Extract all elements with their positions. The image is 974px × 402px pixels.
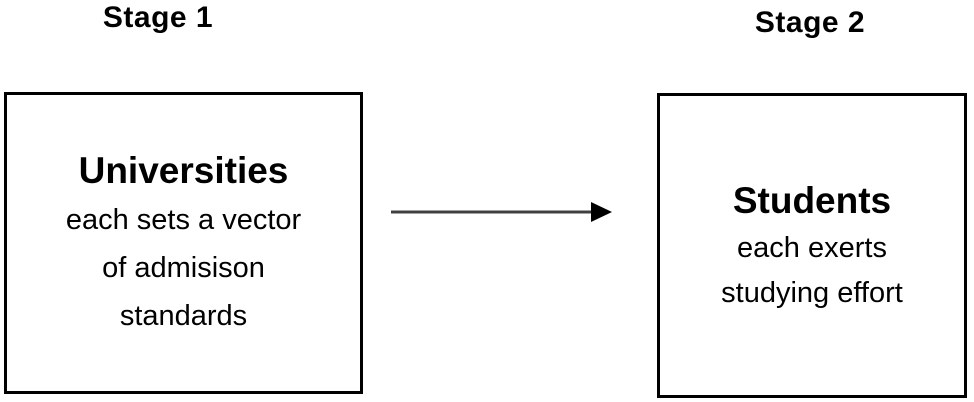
stage-2-label: Stage 2 bbox=[754, 6, 866, 39]
students-desc-line-1: each exerts bbox=[737, 231, 887, 264]
students-node-title: Students bbox=[732, 179, 892, 221]
right-arrow-icon bbox=[391, 202, 612, 222]
students-node: Students each exerts studying effort bbox=[657, 93, 967, 398]
stage-1-label: Stage 1 bbox=[102, 1, 214, 34]
students-desc-line-2: studying effort bbox=[721, 276, 903, 309]
universities-node: Universities each sets a vector of admis… bbox=[4, 92, 363, 394]
universities-node-description: each sets a vector of admisison standard… bbox=[66, 196, 301, 340]
arrow-head bbox=[591, 202, 612, 222]
students-node-description: each exerts studying effort bbox=[721, 226, 903, 316]
universities-node-title: Universities bbox=[78, 150, 289, 191]
universities-desc-line-3: standards bbox=[119, 300, 248, 332]
universities-desc-line-1: each sets a vector bbox=[65, 204, 302, 236]
universities-desc-line-2: of admisison bbox=[102, 252, 265, 284]
